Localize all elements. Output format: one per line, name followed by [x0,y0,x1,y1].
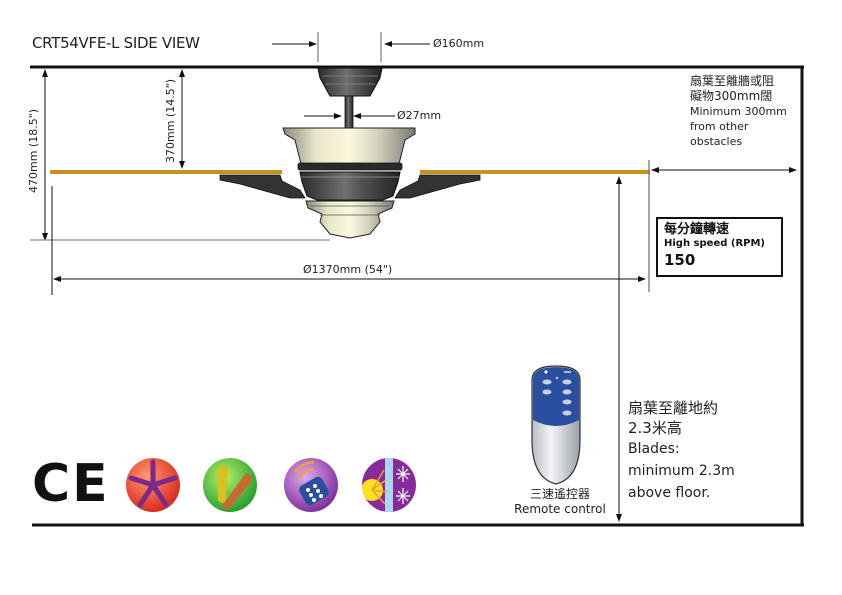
canopy-diameter-label: Ø160mm [433,37,485,50]
floor-note-zh-2: 2.3米高 [628,419,682,437]
total-drop-label: 470mm (18.5") [27,108,40,193]
clearance-note-en-2: from other [690,120,749,133]
wood-blades-icon [203,458,257,512]
light-kit [305,200,395,239]
floor-height-note: 扇葉至離地約 2.3米高 Blades: minimum 2.3m above … [628,398,735,504]
floor-note-en-2: minimum 2.3m [628,463,735,479]
clearance-note-en-3: obstacles [690,135,743,148]
clearance-note-zh-2: 礙物300mm闊 [690,89,773,103]
floor-note-en-3: above floor. [628,485,711,501]
motor-housing [299,171,401,201]
downrod [344,95,354,129]
blade-arm-left [219,174,306,199]
summer-winter-icon [362,458,416,512]
canopy [317,67,383,97]
clearance-note: 扇葉至離牆或阻 礙物300mm闊 Minimum 300mm from othe… [690,74,787,149]
blade-span-label: Ø1370mm (54") [303,263,393,276]
blade-drop-label: 370mm (14.5") [164,78,177,163]
remote-control-icon [284,458,338,512]
motor-upper-housing [282,127,416,167]
clearance-note-en-1: Minimum 300mm [690,105,787,118]
remote-control-illustration [531,365,581,485]
speed-label-en: High speed (RPM) [664,238,765,249]
remote-label: 三速遙控器 Remote control [500,487,620,517]
remote-label-en: Remote control [514,502,606,516]
speed-value: 150 [664,251,696,269]
downrod-diameter-label: Ø27mm [397,109,442,122]
floor-note-zh-1: 扇葉至離地約 [628,399,719,417]
remote-label-zh: 三速遙控器 [529,487,590,501]
drop-dimensions [30,69,330,295]
ceiling-fan-drawing [50,67,650,239]
blade-left [50,170,282,174]
clearance-note-zh-1: 扇葉至離牆或阻 [690,74,775,88]
blade-right [420,170,650,174]
speed-label-zh: 每分鐘轉速 [664,222,730,237]
blade-arm-right [394,174,481,199]
floor-note-en-1: Blades: [628,441,680,457]
fan-blades-icon [126,458,180,512]
diagram-title: CRT54VFE-L SIDE VIEW [32,34,200,52]
span-dimension [53,160,650,292]
frame [30,65,804,527]
canopy-dimension [272,32,430,62]
ce-mark-icon: CE [32,454,110,514]
speed-box: 每分鐘轉速 High speed (RPM) 150 [656,217,783,277]
